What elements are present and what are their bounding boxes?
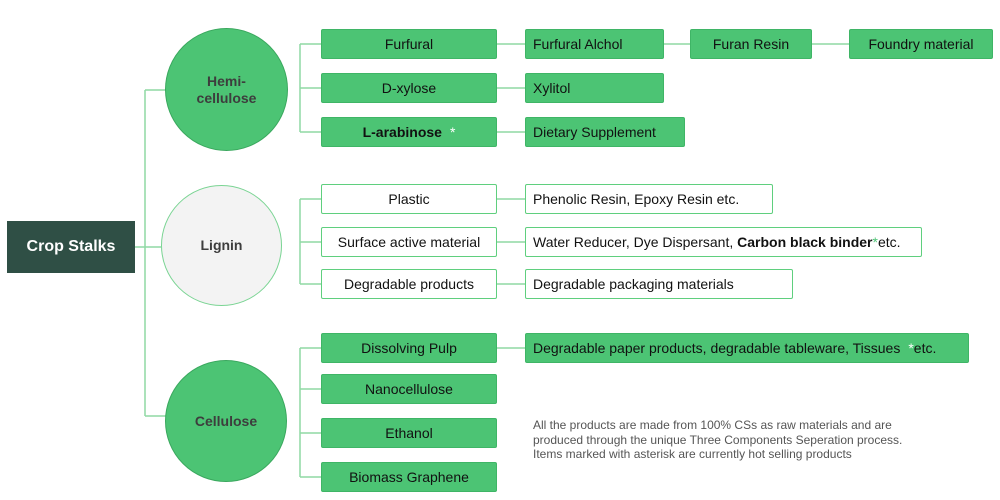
etc-label: etc. [913, 340, 937, 356]
box-plastic: Plastic [321, 184, 497, 214]
box-water-reducer: Water Reducer, Dye Dispersant, Carbon bl… [525, 227, 922, 257]
root-label: Crop Stalks [26, 238, 116, 255]
footnote-line-3: Items marked with asterisk are currently… [533, 447, 852, 461]
furfural-label: Furfural [384, 36, 434, 52]
phenolic-epoxy-resin-label: Phenolic Resin, Epoxy Resin etc. [533, 191, 740, 207]
plastic-label: Plastic [388, 191, 430, 207]
xylitol-label: Xylitol [533, 80, 571, 96]
cellulose-label: Cellulose [194, 412, 258, 429]
carbon-black-binder-label: Carbon black binder [737, 234, 873, 250]
lignin-label: Lignin [200, 237, 243, 253]
l-arabinose-label: L-arabinose [362, 124, 442, 140]
degradable-packaging-label: Degradable packaging materials [533, 276, 734, 292]
degradable-products-label: Degradable products [344, 276, 474, 292]
hot-selling-asterisk: * [872, 234, 878, 250]
footnote-line-1: All the products are made from 100% CSs … [533, 418, 892, 432]
box-l-arabinose: L-arabinose * [321, 117, 497, 147]
hot-selling-asterisk: * [908, 340, 914, 356]
surface-active-material-label: Surface active material [337, 234, 481, 250]
dissolving-pulp-label: Dissolving Pulp [361, 340, 457, 356]
box-foundry-material: Foundry material [849, 29, 993, 59]
box-furfural: Furfural [321, 29, 497, 59]
furan-resin-label: Furan Resin [712, 36, 790, 52]
box-degradable-products: Degradable products [321, 269, 497, 299]
hemicellulose-label-line2: cellulose [196, 89, 257, 106]
box-biomass-graphene: Biomass Graphene [321, 462, 497, 492]
biomass-graphene-label: Biomass Graphene [349, 469, 469, 485]
box-furfural-alchol: Furfural Alchol [525, 29, 664, 59]
box-degradable-packaging: Degradable packaging materials [525, 269, 793, 299]
box-nanocellulose: Nanocellulose [321, 374, 497, 404]
box-furan-resin: Furan Resin [690, 29, 812, 59]
nanocellulose-label: Nanocellulose [365, 381, 453, 397]
dietary-supplement-label: Dietary Supplement [533, 124, 656, 140]
box-phenolic-epoxy-resin: Phenolic Resin, Epoxy Resin etc. [525, 184, 773, 214]
node-cellulose: Cellulose [165, 360, 287, 482]
foundry-material-label: Foundry material [868, 36, 974, 52]
water-reducer-label: Water Reducer, Dye Dispersant, [533, 234, 734, 250]
box-dietary-supplement: Dietary Supplement [525, 117, 685, 147]
etc-label: etc. [877, 234, 901, 250]
hemicellulose-label-line1: Hemi- [207, 72, 246, 89]
ethanol-label: Ethanol [385, 425, 433, 441]
footnote-line-2: produced through the unique Three Compon… [533, 432, 903, 447]
footnote: All the products are made from 100% CSs … [533, 418, 973, 462]
box-xylitol: Xylitol [525, 73, 664, 103]
node-lignin: Lignin [161, 185, 282, 306]
d-xylose-label: D-xylose [381, 80, 437, 96]
box-ethanol: Ethanol [321, 418, 497, 448]
furfural-alchol-label: Furfural Alchol [533, 36, 623, 52]
degradable-paper-products-label: Degradable paper products, degradable ta… [533, 340, 901, 356]
hot-selling-asterisk: * [449, 124, 456, 140]
box-surface-active-material: Surface active material [321, 227, 497, 257]
node-hemicellulose: Hemi- cellulose [165, 28, 288, 151]
box-degradable-paper-products: Degradable paper products, degradable ta… [525, 333, 969, 363]
box-d-xylose: D-xylose [321, 73, 497, 103]
box-dissolving-pulp: Dissolving Pulp [321, 333, 497, 363]
root-crop-stalks: Crop Stalks [7, 221, 135, 273]
